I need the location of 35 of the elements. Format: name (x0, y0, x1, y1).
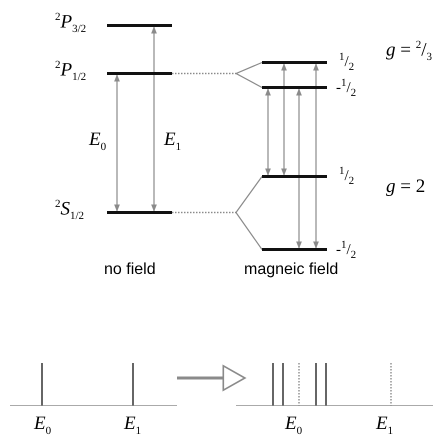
energy-level-line (107, 24, 172, 27)
caption-label: magneic field (244, 262, 338, 278)
energy-level-line (262, 86, 327, 89)
sublevel-label: $^{1}$/$_{2}$ (339, 166, 354, 187)
transition-arrow (313, 63, 319, 249)
caption-label: no field (104, 262, 156, 278)
energy-level-line (262, 175, 327, 178)
level-label: $^{2}$S$_{1/2}$ (55, 199, 84, 222)
transition-arrow (296, 88, 302, 249)
axis-label: E$_{1}$ (376, 414, 394, 437)
level-label: $^{2}$P$_{3/2}$ (55, 12, 86, 36)
edge-label: E$_{0}$ (89, 130, 106, 153)
spectrum-drawing (10, 360, 177, 408)
energy-level-line (262, 61, 327, 64)
axis-label: E$_{0}$ (34, 414, 52, 437)
level-label: $^{2}$P$_{1/2}$ (55, 60, 86, 84)
spectrum-drawing (236, 360, 433, 408)
sublevel-label: -$^{1}$/$_{2}$ (336, 240, 356, 261)
splitting-line (172, 212, 262, 250)
edge-label: E$_{1}$ (164, 130, 182, 153)
energy-level-line (262, 248, 327, 251)
splitting-line (172, 72, 262, 88)
energy-level-line (107, 72, 172, 75)
transition-arrow (265, 88, 271, 176)
axis-label: E$_{1}$ (124, 414, 142, 437)
block-arrow (177, 365, 246, 391)
sublevel-label: $^{1}$/$_{2}$ (339, 52, 354, 73)
axis-label: E$_{0}$ (285, 414, 302, 437)
sublevel-label: -$^{1}$/$_{2}$ (336, 78, 356, 99)
transition-arrow (151, 26, 157, 212)
g-factor-label: g = 2 (386, 177, 426, 196)
transition-arrow (114, 74, 120, 212)
transition-arrow (281, 63, 287, 176)
g-factor-label: g = $^{2}$/$_{3}$ (386, 40, 432, 64)
energy-level-line (107, 211, 172, 214)
